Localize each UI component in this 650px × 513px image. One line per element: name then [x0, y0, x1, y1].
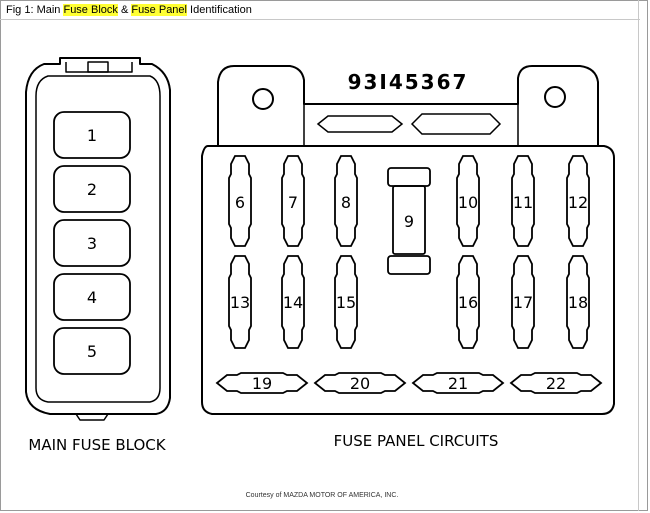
fuse-label-12: 12 [568, 193, 588, 212]
fuse-18 [566, 255, 590, 349]
fuse-6 [228, 155, 252, 247]
fuse-label-9: 9 [404, 212, 414, 231]
fuse-8 [334, 155, 358, 247]
main-fuse-block-inner [35, 75, 161, 403]
main-fuse-label-4: 4 [87, 288, 97, 307]
main-fuse-block-bottom-tab [75, 413, 109, 421]
credit-line: Courtesy of MAZDA MOTOR OF AMERICA, INC. [246, 492, 399, 499]
fuse-9-body [392, 185, 426, 255]
fuse-21 [411, 372, 505, 394]
title-suffix: Identification [187, 4, 252, 16]
main-fuse-label-1: 1 [87, 126, 97, 145]
fuse-panel-label: FUSE PANEL CIRCUITS [334, 432, 499, 450]
fuse-label-20: 20 [350, 374, 370, 393]
connector-slot-right [410, 113, 502, 135]
fuse-label-21: 21 [448, 374, 468, 393]
connector-slot-left [316, 115, 404, 133]
fuse-label-22: 22 [546, 374, 566, 393]
fuse-9-top-cap [387, 167, 431, 187]
fuse-label-14: 14 [283, 293, 303, 312]
fuse-17 [511, 255, 535, 349]
mounting-hole-right [544, 86, 566, 108]
fuse-11 [511, 155, 535, 247]
title-highlight-fuse-block: Fuse Block [63, 4, 118, 16]
fuse-12 [566, 155, 590, 247]
figure-title: Fig 1: Main Fuse Block & Fuse Panel Iden… [0, 0, 640, 20]
main-fuse-label-5: 5 [87, 342, 97, 361]
part-number: 93I45367 [348, 70, 469, 94]
main-fuse-block-housing [25, 57, 171, 415]
fuse-14 [281, 255, 305, 349]
fuse-13 [228, 255, 252, 349]
connector-block [303, 103, 519, 147]
main-fuse-3 [53, 219, 131, 267]
title-mid: & [117, 4, 132, 16]
main-fuse-block-latch [65, 62, 133, 73]
mounting-hole-left [252, 88, 274, 110]
main-fuse-5 [53, 327, 131, 375]
main-fuse-2 [53, 165, 131, 213]
fuse-19 [215, 372, 309, 394]
title-prefix: Fig 1: Main [6, 4, 64, 16]
title-highlight-fuse-panel: Fuse Panel [131, 4, 187, 16]
right-scroll-edge [638, 0, 648, 511]
fuse-panel-housing [201, 65, 615, 415]
fuse-15 [334, 255, 358, 349]
main-fuse-block-label: MAIN FUSE BLOCK [28, 436, 166, 454]
main-fuse-block-latch-tab [87, 61, 109, 73]
fuse-label-10: 10 [458, 193, 478, 212]
fuse-7 [281, 155, 305, 247]
fuse-label-19: 19 [252, 374, 272, 393]
fuse-20 [313, 372, 407, 394]
fuse-label-13: 13 [230, 293, 250, 312]
main-fuse-1 [53, 111, 131, 159]
fuse-22 [509, 372, 603, 394]
fuse-label-18: 18 [568, 293, 588, 312]
fuse-label-11: 11 [513, 193, 533, 212]
main-fuse-4 [53, 273, 131, 321]
fuse-label-15: 15 [336, 293, 356, 312]
fuse-label-7: 7 [288, 193, 298, 212]
fuse-16 [456, 255, 480, 349]
fuse-label-8: 8 [341, 193, 351, 212]
fuse-label-6: 6 [235, 193, 245, 212]
fuse-label-17: 17 [513, 293, 533, 312]
main-fuse-label-2: 2 [87, 180, 97, 199]
fuse-label-16: 16 [458, 293, 478, 312]
fuse-9-bottom-cap [387, 255, 431, 275]
main-fuse-label-3: 3 [87, 234, 97, 253]
fuse-10 [456, 155, 480, 247]
